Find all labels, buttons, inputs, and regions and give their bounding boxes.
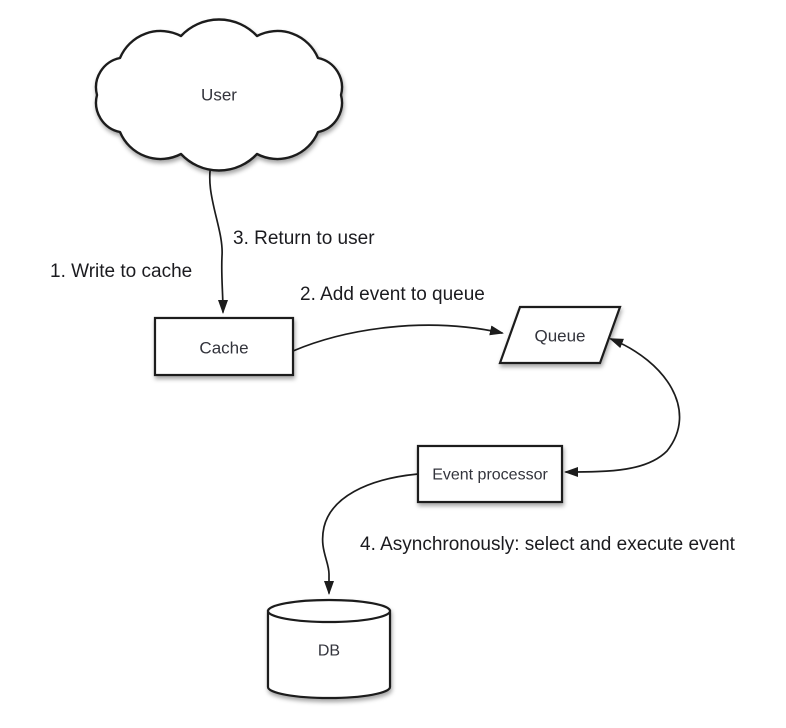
label-step1-write-to-cache: 1. Write to cache bbox=[50, 261, 192, 282]
label-step4-asynchronously-select-execute: 4. Asynchronously: select and execute ev… bbox=[360, 534, 736, 555]
label-step2-add-event-to-queue: 2. Add event to queue bbox=[300, 284, 485, 305]
edge-queue-event-processor-double-arrow bbox=[564, 338, 681, 477]
db-cylinder bbox=[266, 598, 392, 700]
event-processor-label: Event processor bbox=[432, 467, 548, 484]
cache-box bbox=[153, 316, 295, 377]
annotations-layer: 1. Write to cache 2. Add event to queue … bbox=[50, 228, 736, 555]
cache-label: Cache bbox=[199, 339, 248, 358]
user-label: User bbox=[201, 86, 237, 105]
queue-parallelogram bbox=[498, 305, 622, 365]
event-processor-box bbox=[416, 444, 564, 504]
edges-layer bbox=[208, 159, 681, 595]
edge-user-to-cache bbox=[208, 159, 228, 314]
node-labels-layer: User Cache Queue Event processor DB bbox=[199, 86, 585, 660]
label-step3-return-to-user: 3. Return to user bbox=[233, 228, 375, 249]
edge-cache-to-queue bbox=[292, 324, 504, 352]
db-label: DB bbox=[318, 643, 340, 660]
db-cylinder-top bbox=[266, 598, 392, 624]
nodes-layer bbox=[94, 18, 622, 700]
db-cylinder-body bbox=[266, 609, 392, 700]
queue-label: Queue bbox=[534, 327, 585, 346]
edge-event-processor-to-db bbox=[321, 473, 419, 595]
user-cloud bbox=[94, 18, 344, 172]
